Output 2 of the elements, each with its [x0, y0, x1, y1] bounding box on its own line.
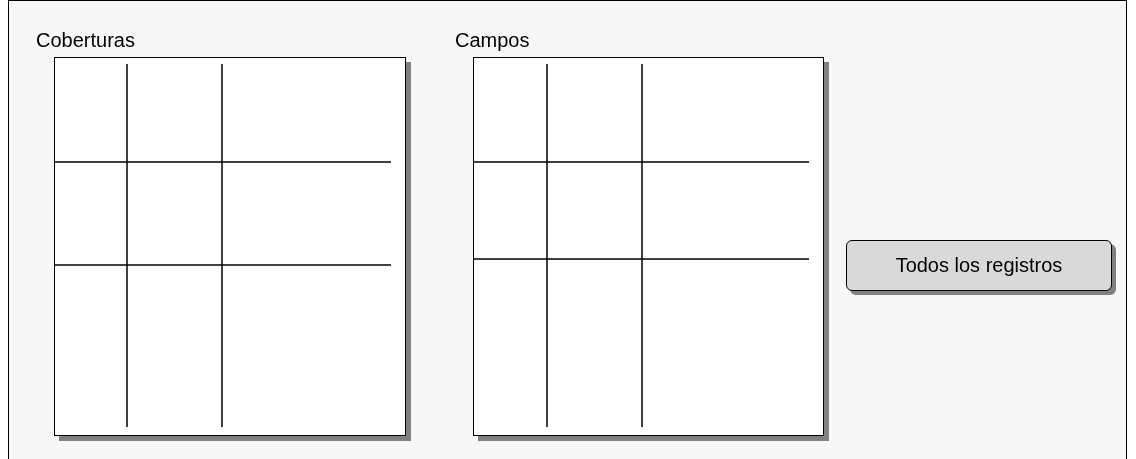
table-heading: Campos [455, 29, 530, 52]
table-heading: Coberturas [36, 29, 135, 52]
